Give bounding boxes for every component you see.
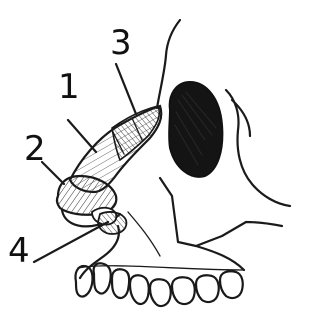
leader-line-1 — [68, 120, 96, 152]
tooth — [196, 275, 219, 302]
label-1: 1 — [58, 67, 80, 107]
label-2: 2 — [24, 129, 46, 169]
septal-region — [98, 212, 126, 234]
tooth — [172, 277, 195, 304]
maxilla-inner-line — [196, 246, 244, 270]
tooth — [112, 269, 129, 298]
tooth — [220, 271, 243, 298]
canine-fossa-line — [128, 212, 160, 256]
tooth — [75, 266, 92, 297]
label-4: 4 — [8, 231, 30, 271]
tooth — [130, 275, 149, 304]
gum-line — [78, 266, 244, 270]
leader-line-3 — [116, 64, 136, 114]
tooth — [150, 279, 171, 306]
orbital-rim-outline — [226, 90, 290, 206]
upper-teeth — [75, 263, 244, 306]
maxilla-outline — [160, 178, 282, 246]
label-3: 3 — [110, 23, 132, 63]
leader-line-4 — [34, 222, 108, 262]
tooth — [94, 263, 111, 293]
